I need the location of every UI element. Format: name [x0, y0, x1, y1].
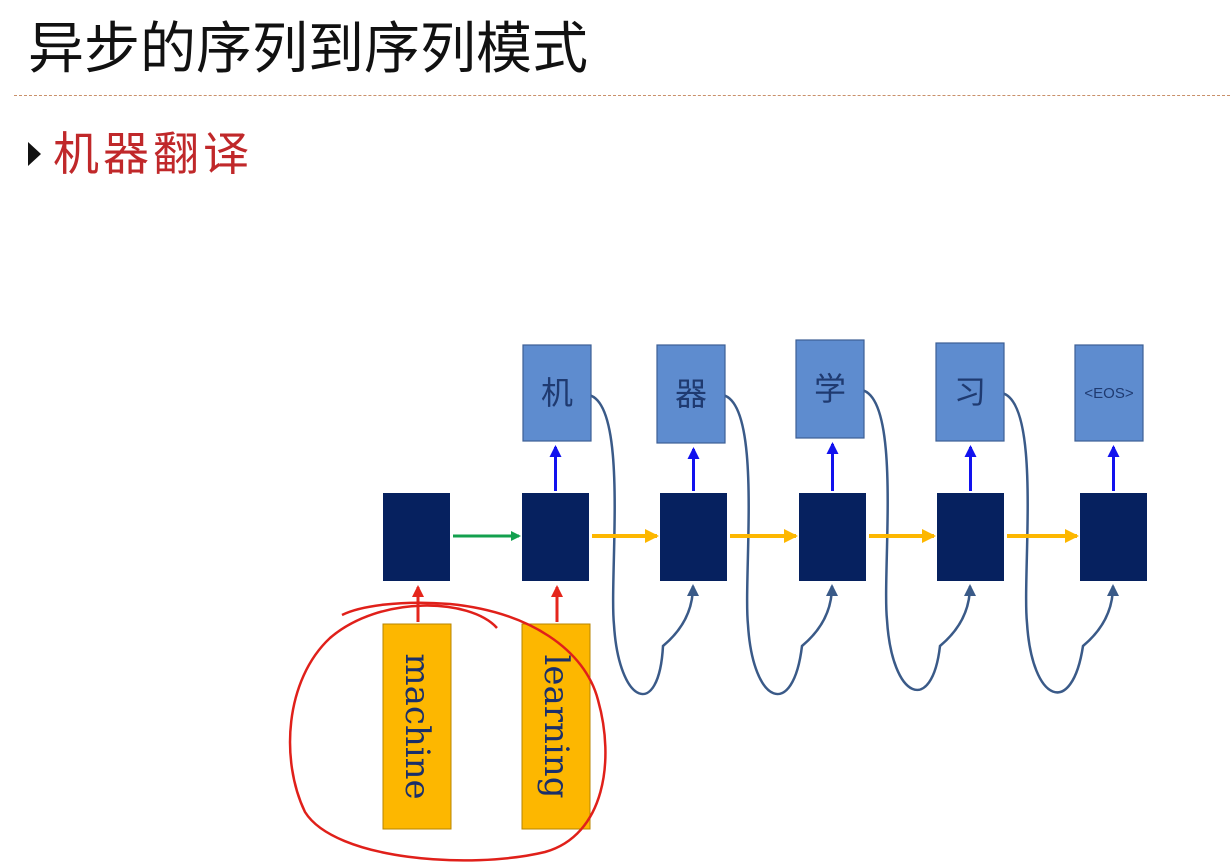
title-divider: [14, 95, 1230, 96]
feedback-curves: [588, 388, 1119, 696]
hidden-state-node: [660, 493, 727, 581]
input-token: machine: [382, 623, 452, 830]
output-token-box: [522, 344, 592, 442]
hidden-state-node: [799, 493, 866, 581]
output-token-label: 器: [675, 375, 707, 413]
feedback-curve: [1001, 391, 1119, 694]
hidden-state-node: [522, 493, 589, 581]
feedback-curve: [588, 393, 699, 696]
output-token: 习: [935, 342, 1005, 442]
output-token-label: <EOS>: [1084, 385, 1133, 402]
slide-title: 异步的序列到序列模式: [28, 17, 588, 82]
hidden-state-node: [1080, 493, 1147, 581]
output-tokens: 机 器 学 习 <EOS>: [522, 339, 1144, 444]
input-tokens: machine learning: [382, 623, 591, 830]
output-token: 机: [522, 344, 592, 442]
input-token-label: machine: [397, 653, 437, 799]
output-token-box: [656, 344, 726, 444]
output-token-label: 习: [954, 373, 986, 411]
input-token: learning: [521, 623, 591, 830]
feedback-curve: [861, 388, 976, 692]
hidden-state-node: [383, 493, 450, 581]
input-token-box: [521, 623, 591, 830]
hidden-state-node: [937, 493, 1004, 581]
feedback-curve: [722, 393, 838, 696]
hidden-states: [383, 493, 1147, 581]
output-token-label: 机: [541, 374, 573, 412]
output-token-box: [935, 342, 1005, 442]
output-token-box: [795, 339, 865, 439]
output-token-box: [1074, 344, 1144, 442]
state-arrows: [412, 442, 1120, 622]
bullet-item: 机器翻译: [28, 124, 253, 184]
output-token: <EOS>: [1074, 344, 1144, 442]
output-token-label: 学: [814, 370, 846, 408]
annotation-circle: [288, 601, 607, 862]
output-token: 器: [656, 344, 726, 444]
bullet-text: 机器翻译: [53, 127, 253, 181]
input-token-label: learning: [536, 655, 576, 799]
bullet-arrow-icon: [28, 142, 41, 166]
output-token: 学: [795, 339, 865, 439]
input-token-box: [382, 623, 452, 830]
